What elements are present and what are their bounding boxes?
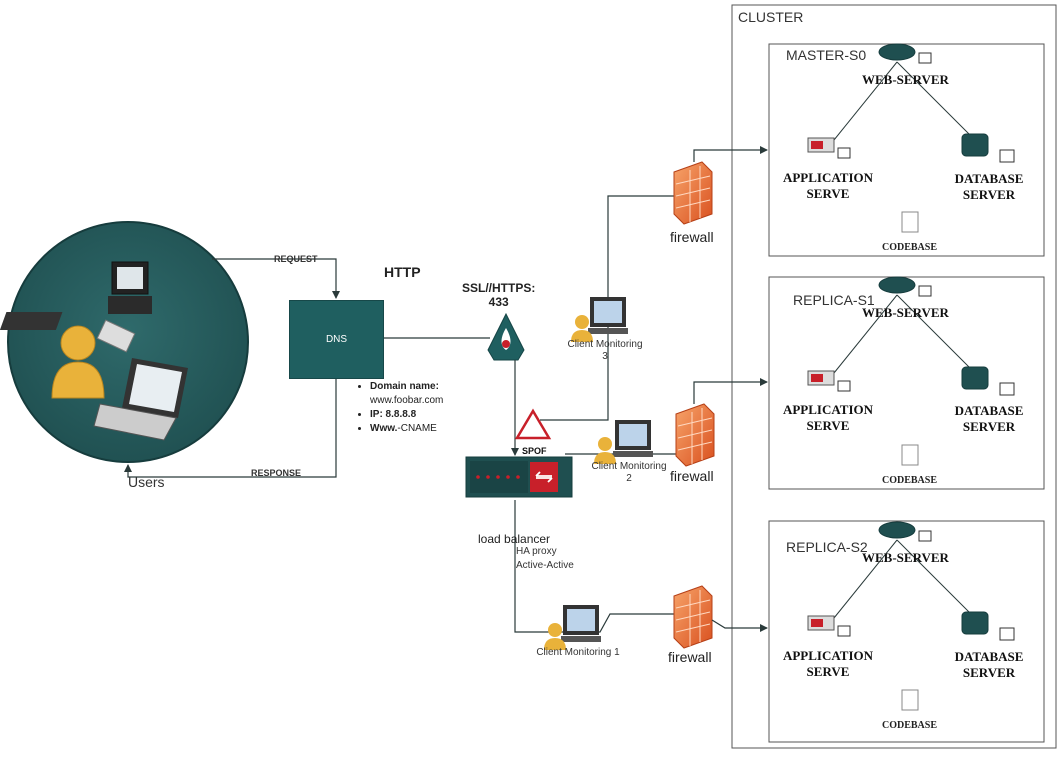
firewall-to-replica-1 — [693, 378, 768, 404]
database-server-icon — [961, 611, 989, 635]
cluster-title: CLUSTER — [738, 9, 804, 25]
cluster-frame — [731, 4, 1057, 749]
response-label: RESPONSE — [251, 468, 302, 478]
dns-box: DNS — [289, 300, 384, 379]
dns-info-list: Domain name:www.foobar.com IP: 8.8.8.8 W… — [348, 380, 443, 436]
load-balancer-label: load balancer — [478, 532, 551, 546]
web-server-icon — [878, 43, 916, 61]
codebase-label: CODEBASE — [882, 242, 938, 253]
web-server-label: WEB-SERVER — [862, 305, 949, 320]
web-server-icon — [878, 276, 916, 294]
monitoring-station-icon — [571, 297, 628, 342]
firewall-icon — [673, 585, 713, 649]
spof-label: SPOF — [522, 446, 547, 456]
firewall-to-replica-2 — [711, 619, 768, 632]
node-frame-master — [768, 43, 1045, 257]
node-frame-replica-2 — [768, 520, 1045, 743]
database-server-icon — [961, 366, 989, 390]
codebase-icon — [901, 211, 919, 233]
node-replica-1 — [807, 276, 1015, 466]
http-label: HTTP — [384, 264, 421, 280]
database-server-icon — [961, 133, 989, 157]
web-server-label: WEB-SERVER — [862, 72, 949, 87]
node-title: REPLICA-S2 — [786, 539, 868, 555]
monitoring-station-icon — [544, 605, 601, 650]
node-title: REPLICA-S1 — [793, 292, 875, 308]
codebase-label: CODEBASE — [882, 720, 938, 731]
users-group-icon — [0, 221, 249, 463]
load-balancer-icon — [465, 456, 573, 498]
dns-cname-item: Www.-CNAME — [370, 422, 443, 436]
node-master — [807, 43, 1015, 233]
node-replica-2 — [807, 521, 1015, 711]
codebase-icon — [901, 444, 919, 466]
users-label: Users — [128, 474, 165, 490]
firewall-label: firewall — [668, 649, 712, 665]
lb-to-firewall-3 — [514, 500, 676, 633]
node-title: MASTER-S0 — [786, 47, 867, 63]
firewall-icon — [673, 161, 713, 225]
warning-icon — [514, 408, 552, 440]
ssl-label: SSL//HTTPS:433 — [462, 281, 536, 309]
firewall-to-master — [693, 146, 768, 162]
monitoring-station-icon — [594, 420, 653, 464]
dns-ip-item: IP: 8.8.8.8 — [370, 408, 443, 422]
node-frame-replica-1 — [768, 276, 1045, 490]
firewall-label: firewall — [670, 229, 714, 245]
firewall-icon — [675, 403, 715, 467]
web-server-label: WEB-SERVER — [862, 550, 949, 565]
codebase-icon — [901, 689, 919, 711]
request-label: REQUEST — [274, 254, 318, 264]
client-monitoring-label: Client Monitoring 1 — [536, 647, 620, 658]
web-server-icon — [878, 521, 916, 539]
firewall-label: firewall — [670, 468, 714, 484]
codebase-label: CODEBASE — [882, 475, 938, 486]
ssl-lock-icon — [487, 312, 525, 361]
response-connector — [124, 378, 337, 478]
request-connector — [212, 258, 340, 299]
dns-domain-item: Domain name:www.foobar.com — [370, 380, 443, 408]
